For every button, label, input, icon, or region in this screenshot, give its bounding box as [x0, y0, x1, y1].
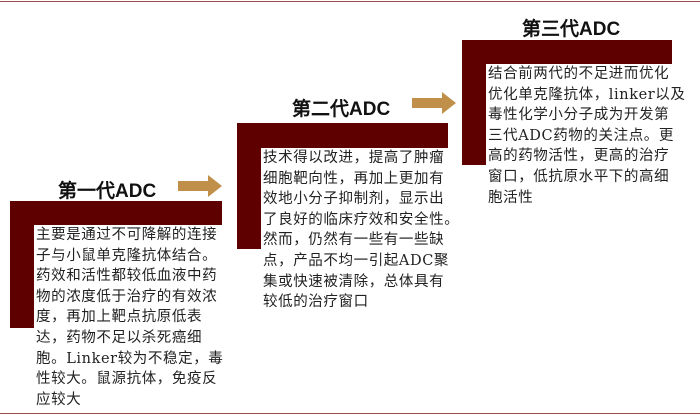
description-line: 点，产品不均一引起ADC聚 [263, 252, 449, 269]
arrow-right-icon [412, 92, 456, 114]
description-line: 三代ADC药物的关注点。更 [488, 127, 674, 144]
description-line: 效地小分子抑制剂，显示出 [263, 191, 445, 208]
description-line: 度，再加上靶点抗原低表 [36, 309, 203, 326]
description-line: 窗口，低抗原水平下的高细 [488, 168, 670, 185]
description-line: 结合前两代的不足进而优化 [488, 66, 670, 82]
generation-description: 技术得以改进，提高了肿瘤细胞靶向性，再加上更加有效地小分子抑制剂，显示出了良好的… [261, 148, 473, 313]
description-line: 药效和活性都较低血液中药 [36, 268, 218, 285]
description-line: 了良好的临床疗效和安全性。 [263, 211, 460, 228]
bracket-top-bar [462, 40, 672, 65]
bottom-rule [0, 413, 700, 414]
description-line: 应较大 [36, 391, 82, 408]
description-line: 达，药物不足以杀死癌细 [36, 329, 203, 346]
generation-title: 第三代ADC [522, 19, 621, 40]
description-line: 胞活性 [488, 189, 534, 206]
bracket-top-bar [237, 123, 448, 149]
bracket-left-bar [10, 201, 35, 328]
bracket-left-bar [462, 40, 487, 165]
bracket-top-bar [10, 201, 222, 226]
description-line: 优化单克隆抗体，linker以及 [488, 86, 686, 103]
description-line: 物的浓度低于治疗的有效浓 [36, 288, 218, 305]
description-line: 子与小鼠单克隆抗体结合。 [36, 247, 218, 264]
bracket-left-bar [237, 123, 262, 249]
top-rule [0, 1, 700, 2]
description-line: 胞。Linker较为不稳定，毒 [36, 350, 224, 367]
description-line: 高的药物活性，更高的治疗 [488, 148, 670, 165]
description-line: 技术得以改进，提高了肿瘤 [263, 150, 445, 166]
generation-description: 结合前两代的不足进而优化优化单克隆抗体，linker以及毒性化学小分子成为开发第… [486, 64, 698, 209]
arrow-right-icon [178, 175, 222, 197]
generation-title: 第二代ADC [292, 99, 391, 120]
description-line: 较低的治疗窗口 [263, 294, 369, 311]
description-line: 性较大。鼠源抗体，免疫反 [36, 371, 218, 388]
description-line: 主要是通过不可降解的连接 [36, 227, 218, 243]
description-line: 然而，仍然有一些有一些缺 [263, 232, 445, 249]
description-line: 毒性化学小分子成为开发第 [488, 107, 670, 124]
description-line: 细胞靶向性，再加上更加有 [263, 170, 445, 187]
description-line: 集或快速被清除，总体具有 [263, 273, 445, 290]
generation-title: 第一代ADC [58, 181, 157, 202]
generation-description: 主要是通过不可降解的连接子与小鼠单克隆抗体结合。药效和活性都较低血液中药物的浓度… [34, 225, 236, 411]
